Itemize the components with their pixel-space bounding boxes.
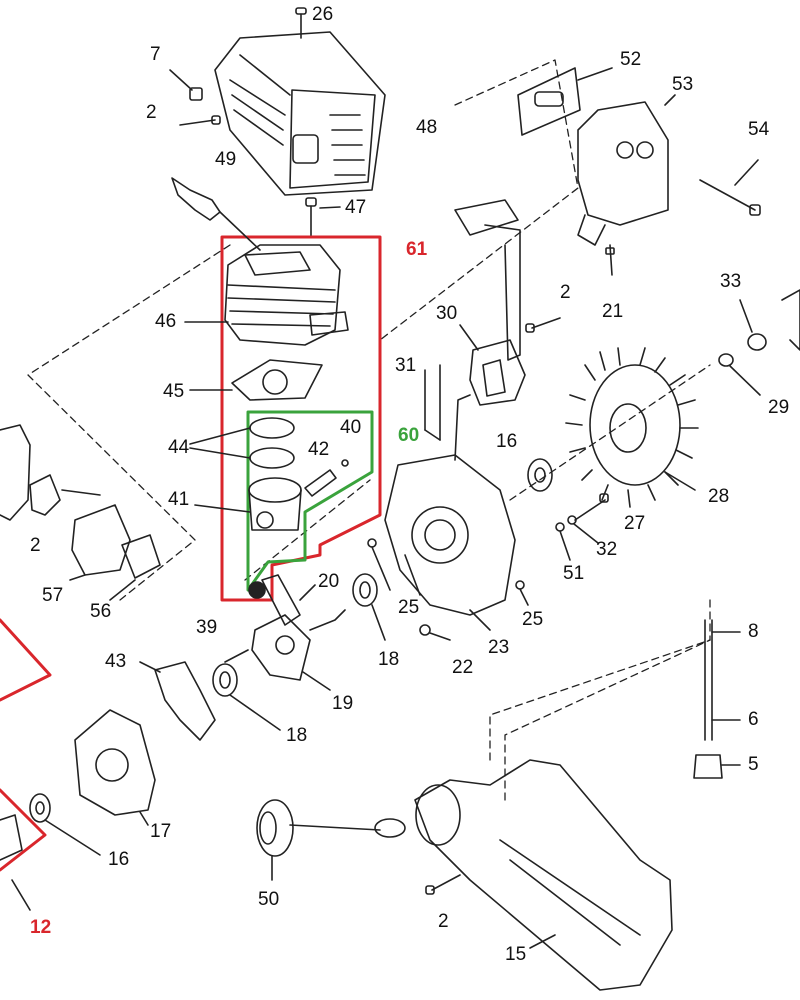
label-45: 45 <box>163 381 185 402</box>
label-26: 26 <box>312 4 334 25</box>
label-21: 21 <box>602 301 624 322</box>
part-41-piston <box>194 477 302 531</box>
label-43: 43 <box>105 651 127 672</box>
label-57: 57 <box>42 585 64 606</box>
label-16-b: 16 <box>108 849 130 870</box>
label-18-a: 18 <box>378 649 400 670</box>
label-2-a: 2 <box>146 102 157 123</box>
label-52: 52 <box>620 49 642 70</box>
part-50-fuel-cap <box>256 799 406 881</box>
label-39: 39 <box>196 617 218 638</box>
part-45-gasket <box>189 359 323 401</box>
starter-cover-edge <box>781 289 800 351</box>
label-54: 54 <box>748 119 770 140</box>
part-48-cover <box>214 31 386 196</box>
label-2-d: 2 <box>438 911 449 932</box>
group-12-outline <box>0 618 52 702</box>
label-6: 6 <box>748 709 759 730</box>
part-56-gasket <box>109 534 161 601</box>
label-8: 8 <box>748 621 759 642</box>
label-19: 19 <box>332 693 354 714</box>
label-16-a: 16 <box>496 431 518 452</box>
label-49: 49 <box>215 149 237 170</box>
part-52-gasket <box>517 67 613 136</box>
part-28-flywheel <box>565 347 699 508</box>
label-60: 60 <box>398 425 420 446</box>
part-2-screw-b <box>525 317 561 333</box>
part-2-screw-a <box>179 115 221 126</box>
label-17: 17 <box>150 821 172 842</box>
part-54-bolt <box>699 159 761 216</box>
part-43-gasket <box>139 661 216 741</box>
part-2-screw-d <box>425 874 461 895</box>
label-2-c: 2 <box>30 535 41 556</box>
label-7: 7 <box>150 44 161 65</box>
part-44-rings <box>189 417 295 469</box>
label-2-b: 2 <box>560 282 571 303</box>
part-51-bolt <box>555 522 571 561</box>
part-22-screw <box>419 624 451 641</box>
label-48: 48 <box>416 117 438 138</box>
part-21-screw <box>605 244 615 276</box>
part-27-screw <box>574 493 609 521</box>
part-12-partial <box>0 814 23 861</box>
part-19-crankshaft <box>224 574 346 691</box>
label-30: 30 <box>436 303 458 324</box>
brake-lever <box>454 199 521 361</box>
label-56: 56 <box>90 601 112 622</box>
part-23-crankcase <box>384 394 516 631</box>
part-25-screws <box>367 538 529 606</box>
part-7-nut <box>169 69 203 101</box>
part-39-bearing <box>248 581 266 599</box>
label-25-a: 25 <box>398 597 420 618</box>
label-53: 53 <box>672 74 694 95</box>
part-18-bearing-a <box>352 573 386 641</box>
part-15-fuel-tank <box>414 759 673 991</box>
part-42-piston-pin <box>304 459 349 497</box>
label-47: 47 <box>345 197 367 218</box>
label-31: 31 <box>395 355 417 376</box>
label-12: 12 <box>30 917 52 938</box>
label-25-b: 25 <box>522 609 544 630</box>
label-20: 20 <box>318 571 340 592</box>
label-29: 29 <box>768 397 790 418</box>
part-53-muffler <box>577 94 676 246</box>
label-61: 61 <box>406 239 428 260</box>
part-18-bearing-b <box>212 663 281 731</box>
label-41: 41 <box>168 489 190 510</box>
part-32-washer <box>567 515 599 544</box>
part-57-intake <box>69 504 131 581</box>
label-27: 27 <box>624 513 646 534</box>
group-61-outline <box>220 235 382 602</box>
part-30-ignition-coil <box>459 324 526 406</box>
part-16-washer-b <box>29 793 101 856</box>
part-33-nut <box>739 299 767 351</box>
label-42: 42 <box>308 439 330 460</box>
label-18-b: 18 <box>286 725 308 746</box>
part-17-crankcase-half <box>74 709 156 826</box>
label-44: 44 <box>168 437 190 458</box>
part-31-wires <box>424 364 441 441</box>
label-15: 15 <box>505 944 527 965</box>
label-5: 5 <box>748 754 759 775</box>
carburetor-partial <box>0 424 101 521</box>
label-50: 50 <box>258 889 280 910</box>
label-40: 40 <box>340 417 362 438</box>
label-22: 22 <box>452 657 474 678</box>
part-5-fuel-filter <box>693 754 741 779</box>
part-29-washer <box>718 353 761 396</box>
part-49-spark-plug <box>171 177 261 251</box>
part-46-cylinder <box>184 244 349 346</box>
label-46: 46 <box>155 311 177 332</box>
label-33: 33 <box>720 271 742 292</box>
label-51: 51 <box>563 563 585 584</box>
part-47-bolt <box>305 197 341 236</box>
label-28: 28 <box>708 486 730 507</box>
label-23: 23 <box>488 637 510 658</box>
part-16-washer-a <box>527 458 553 492</box>
label-32: 32 <box>596 539 618 560</box>
